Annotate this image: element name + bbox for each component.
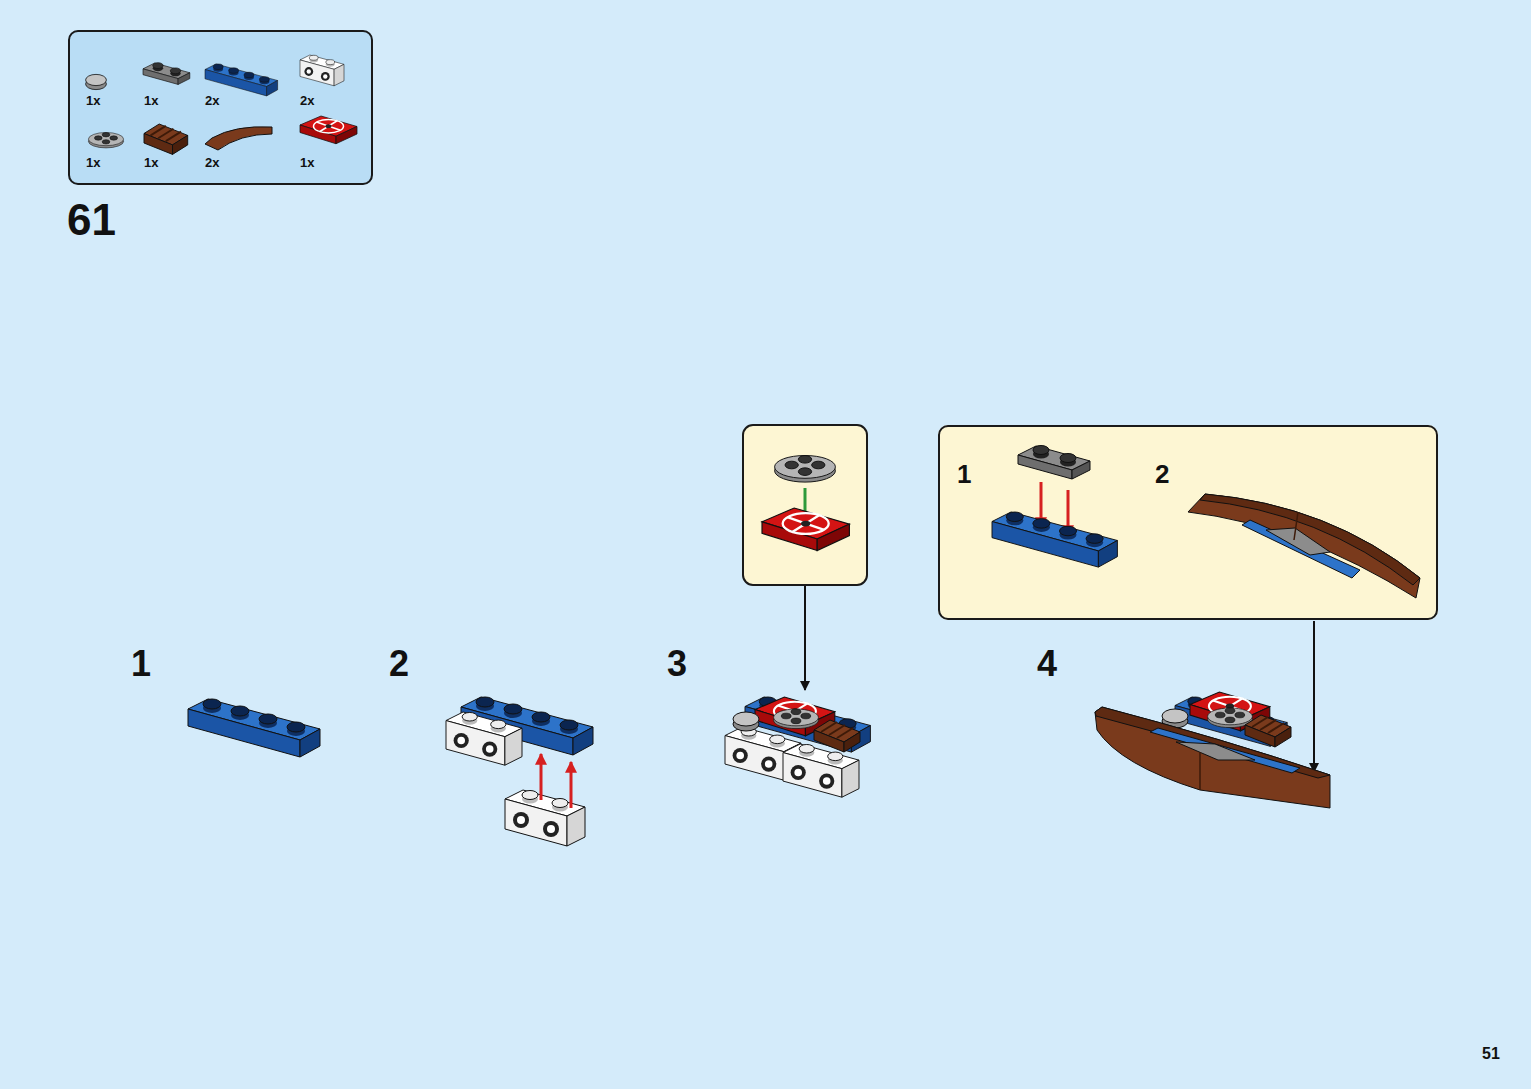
- step-3-assembly: [733, 712, 759, 731]
- parts-icons: [300, 116, 357, 144]
- callout-panel: [938, 425, 1438, 620]
- parts-icons: [300, 55, 344, 86]
- part-quantity: 2x: [300, 94, 314, 108]
- step-3-assembly: [725, 697, 870, 797]
- sub-callout: [743, 425, 867, 690]
- sub-step-number: 1: [957, 460, 971, 489]
- step-2-assembly: [505, 790, 585, 846]
- callout-contents: [992, 446, 1420, 773]
- sub-step-number: 3: [667, 646, 687, 682]
- part-quantity: 2x: [205, 94, 219, 108]
- step-4-boat: [1150, 728, 1300, 773]
- step-4-boat: [1095, 707, 1330, 778]
- part-quantity: 1x: [300, 156, 314, 170]
- callout-contents: [1294, 512, 1298, 540]
- parts-icons: [205, 127, 272, 150]
- part-quantity: 1x: [86, 94, 100, 108]
- step-3-assembly: [783, 744, 859, 797]
- sub-callout: [743, 425, 867, 585]
- step-3-assembly: [774, 709, 819, 729]
- step-2-assembly: [446, 697, 593, 846]
- part-quantity: 1x: [86, 156, 100, 170]
- sub-callout: [775, 456, 836, 483]
- part-quantity: 2x: [205, 156, 219, 170]
- callout-contents: [992, 512, 1117, 567]
- sub-callout: [762, 508, 849, 551]
- callout-contents: [1242, 520, 1360, 578]
- callout-contents: [1266, 528, 1330, 555]
- parts-icons: [205, 64, 278, 96]
- parts-icons: [144, 124, 188, 154]
- step-4-boat: [1245, 715, 1291, 747]
- callout-contents: [1188, 494, 1420, 598]
- callout-contents: [1200, 494, 1420, 585]
- page-number: 51: [1482, 1046, 1500, 1062]
- parts-icons: [143, 63, 190, 85]
- parts-list-box: 1x 1x 2x 2x 1x 1x 2x 1x: [68, 30, 373, 185]
- sub-callout: [804, 586, 806, 690]
- parts-icons: [86, 74, 107, 89]
- sub-step-number: 4: [1037, 646, 1057, 682]
- sub-step-number: 2: [1155, 460, 1169, 489]
- sub-step-callout: 12: [938, 425, 1438, 620]
- parts-panel: [68, 30, 373, 185]
- step-4-boat: [1176, 742, 1255, 760]
- step-2-assembly: [446, 712, 522, 765]
- sub-step-number: 2: [389, 646, 409, 682]
- callout-contents: [1313, 621, 1315, 772]
- parts-icons: [86, 55, 357, 154]
- step-2-assembly: [540, 754, 543, 800]
- part-quantity: 1x: [144, 156, 158, 170]
- step-4-boat: [1095, 707, 1330, 808]
- step-4-boat: [1199, 752, 1201, 790]
- parts-icons: [88, 133, 123, 148]
- step-4-boat: [1095, 692, 1330, 808]
- sub-step-number: 1: [131, 646, 151, 682]
- step-2-assembly: [570, 762, 573, 808]
- step-3-assembly: [814, 720, 860, 752]
- step-number: 61: [67, 198, 116, 242]
- part-quantity: 1x: [144, 94, 158, 108]
- blue-plate: [188, 699, 320, 757]
- callout-contents: [1018, 446, 1090, 480]
